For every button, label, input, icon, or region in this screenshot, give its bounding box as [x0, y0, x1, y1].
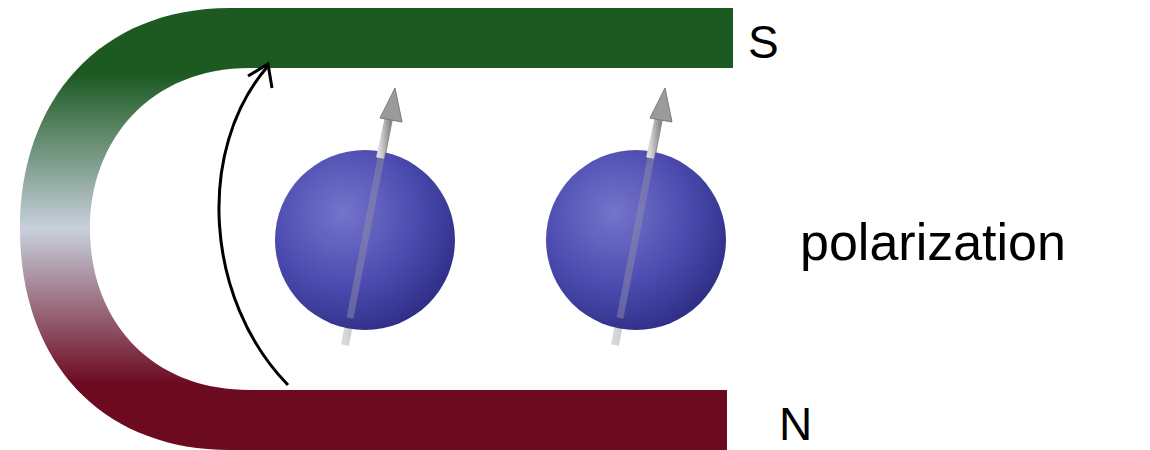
pole-label: S: [748, 19, 779, 65]
south-pole-bar: [230, 8, 733, 68]
effect-label: polarization: [800, 216, 1066, 268]
magnet-curve: [20, 8, 733, 450]
spin-particle: [546, 88, 726, 345]
pole-label: N: [779, 401, 812, 447]
horseshoe-magnet: [20, 8, 733, 450]
north-pole-bar: [230, 390, 727, 450]
spin-particle: [275, 88, 455, 345]
